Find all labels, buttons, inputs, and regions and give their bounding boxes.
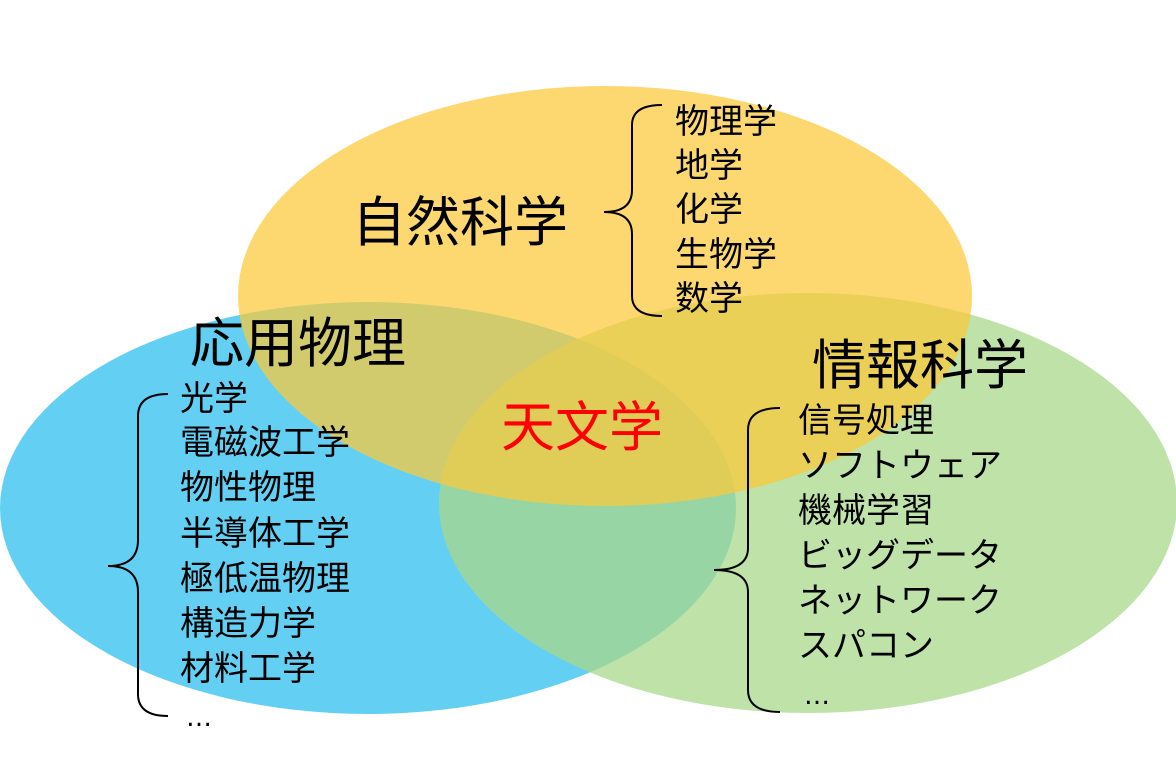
list-item: 光学: [180, 379, 248, 419]
list-item: 機械学習: [798, 491, 934, 531]
list-item: 数学: [675, 279, 743, 319]
list-item: ネットワーク: [798, 581, 1002, 621]
list-item: ビッグデータ: [798, 536, 1002, 576]
natural-science-brace: [603, 104, 663, 317]
list-item: 化学: [675, 190, 743, 230]
information-science-brace: [713, 407, 781, 713]
natural-science-items: 物理学 地学 化学 生物学 数学: [675, 102, 777, 319]
applied-physics-title: 応用物理: [190, 312, 406, 375]
list-item: 極低温物理: [180, 559, 350, 599]
information-science-title: 情報科学: [812, 334, 1028, 397]
list-item: …: [186, 703, 212, 733]
astronomy-label: 天文学: [501, 396, 663, 459]
list-item: 生物学: [675, 235, 777, 275]
list-item: スパコン: [798, 626, 934, 666]
natural-science-ellipse: [238, 86, 972, 506]
information-science-items: 信号処理 ソフトウェア 機械学習 ビッグデータ ネットワーク スパコン …: [798, 401, 1002, 711]
natural-science-title: 自然科学: [352, 191, 568, 254]
list-item: 材料工学: [180, 649, 316, 689]
list-item: 物理学: [675, 102, 777, 142]
applied-physics-items: 光学 電磁波工学 物性物理 半導体工学 極低温物理 構造力学 材料工学 …: [180, 379, 350, 733]
list-item: ソフトウェア: [798, 446, 1002, 486]
list-item: 物性物理: [180, 468, 316, 508]
list-item: …: [804, 681, 830, 711]
list-item: 信号処理: [798, 401, 934, 441]
list-item: 電磁波工学: [180, 423, 350, 463]
list-item: 構造力学: [180, 604, 316, 644]
applied-physics-brace: [107, 393, 169, 717]
list-item: 半導体工学: [180, 514, 350, 554]
list-item: 地学: [675, 146, 743, 186]
